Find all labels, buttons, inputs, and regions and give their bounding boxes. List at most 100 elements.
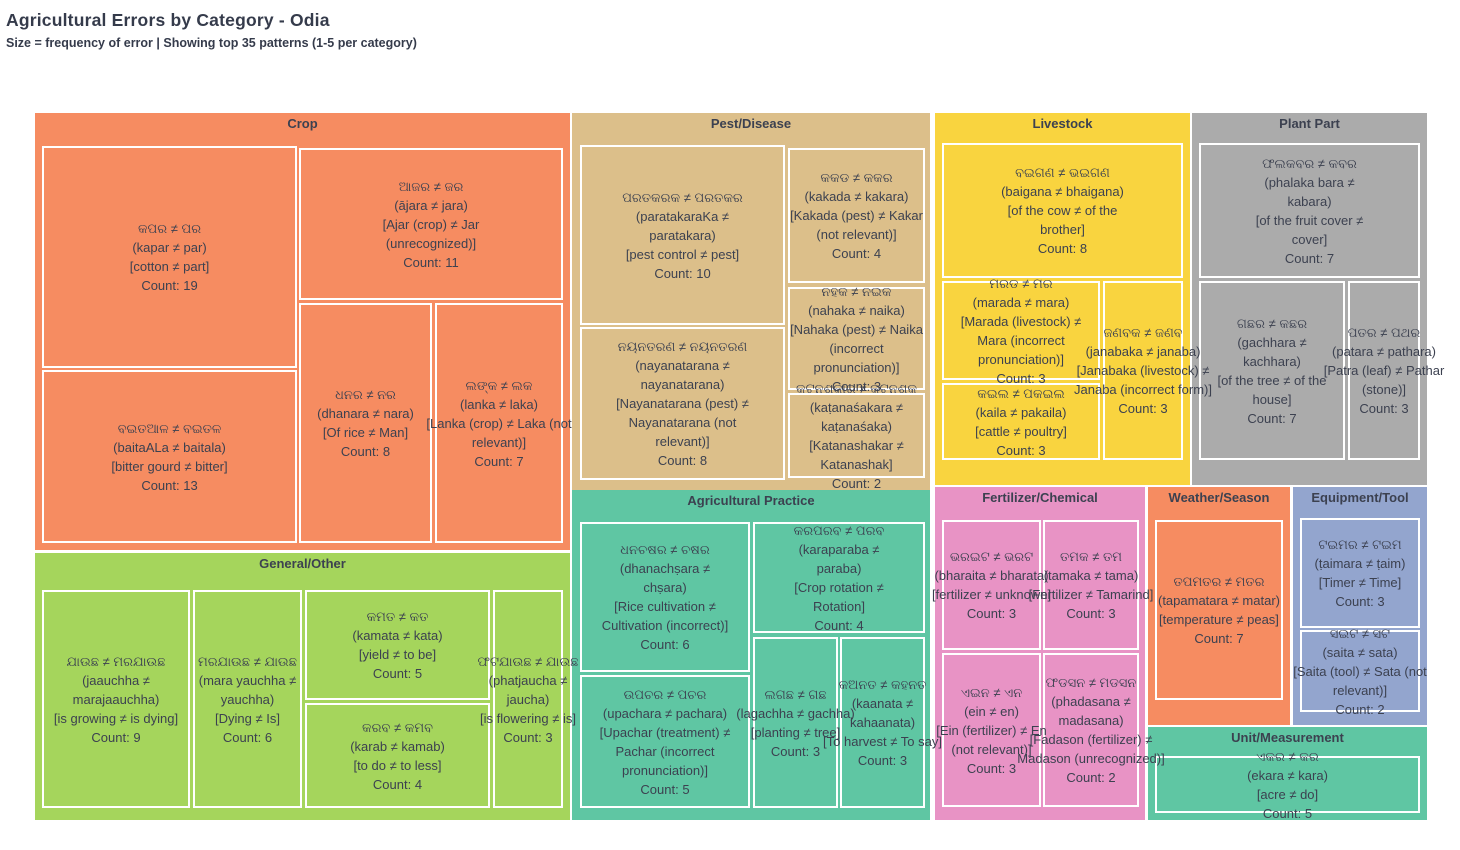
treemap-cell-fertilizer-chemical-0[interactable]: ଭରଇଟ ≠ ଭରଟ(bharaita ≠ bharata)[fertilize… <box>932 520 1051 650</box>
cell-label-line: (not relevant)] <box>951 741 1032 757</box>
cell-label: ତପମତର ≠ ମତର(tapamatara ≠ matar)[temperat… <box>1158 572 1280 648</box>
cell-label-line: cover] <box>1291 231 1328 247</box>
cell-label: ଫଡସନ ≠ ମଡସନ(phadasana ≠madasana)[Fadason… <box>1017 673 1164 787</box>
treemap-cell-pest-disease-3[interactable]: ନୟନତରଣ ≠ ନୟନତରଣ(nayanatarana ≠nayanatara… <box>580 327 785 480</box>
treemap-cell-livestock-2[interactable]: ଜଣବକ ≠ ଜଣବ(janabaka ≠ janaba)[Janabaka (… <box>1074 281 1212 460</box>
treemap-cell-unit-measurement-0[interactable]: ଏକର ≠ କର(ekara ≠ kara)[acre ≠ do]Count: … <box>1155 749 1420 821</box>
treemap-category-unit-measurement[interactable]: Unit/Measurement ଏକର ≠ କର(ekara ≠ kara)[… <box>1148 727 1427 821</box>
treemap-cell-livestock-0[interactable]: ବଇଗଣ ≠ ଭଇଗଣ(baigana ≠ bhaigana)[of the c… <box>942 143 1183 278</box>
cell-label-line: [Crop rotation ≠ <box>794 579 884 595</box>
treemap-cell-general-other-0[interactable]: ଯାଉଛ ≠ ମରଯାଉଛ(jaauchha ≠marajaauchha)[is… <box>42 590 190 808</box>
treemap-cell-fertilizer-chemical-1[interactable]: ତମକ ≠ ତମ(tamaka ≠ tama)[Fertilizer ≠ Tam… <box>1029 520 1153 650</box>
treemap-cell-agricultural-practice-4[interactable]: କଅନତ ≠ କହନତ(kaanata ≠kahaanata)[To harve… <box>823 637 942 808</box>
cell-label: ଫଟଯାଉଛ ≠ ଯାଉଛ(phatjaucha ≠jaucha)[is flo… <box>478 652 579 747</box>
category-header-weather-season[interactable]: Weather/Season <box>1168 490 1270 505</box>
cell-label-line: [Katanashakar ≠ <box>809 437 904 453</box>
cell-label-line: relevant)] <box>471 434 527 450</box>
treemap-category-general-other[interactable]: General/Other ଯାଉଛ ≠ ମରଯାଉଛ(jaauchha ≠ma… <box>35 553 578 820</box>
category-header-fertilizer-chemical[interactable]: Fertilizer/Chemical <box>982 490 1098 505</box>
treemap-category-crop[interactable]: Crop କପର ≠ ପର(kapar ≠ par)[cotton ≠ part… <box>35 113 572 550</box>
treemap-cell-pest-disease-4[interactable]: କଟନଶକାର ≠ କଟନଶକ(kaṭanaśakara ≠kaṭanaśaka… <box>788 381 925 491</box>
treemap-category-pest-disease[interactable]: Pest/Disease ପରତକରକ ≠ ପରତକର(paratakaraKa… <box>572 113 930 491</box>
treemap-cell-agricultural-practice-1[interactable]: କରପରବ ≠ ପରବ(karaparaba ≠paraba)[Crop rot… <box>753 522 925 633</box>
treemap-cell-pest-disease-2[interactable]: ନହକ ≠ ନଇକ(nahaka ≠ naika)[Nahaka (pest) … <box>788 284 925 394</box>
category-header-livestock[interactable]: Livestock <box>1032 116 1093 131</box>
category-header-pest-disease[interactable]: Pest/Disease <box>710 116 792 131</box>
treemap-cell-crop-4[interactable]: ଲଙ୍କ ≠ ଲକ(lanka ≠ laka)[Lanka (crop) ≠ L… <box>426 303 572 543</box>
treemap-cell-equipment-tool-0[interactable]: ଟଇମର ≠ ଟଇମ(ṭaimara ≠ ṭaim)[Timer ≠ Time]… <box>1300 518 1420 628</box>
cell-label-line: (karaparaba ≠ <box>798 541 880 557</box>
cell-label-line: କରପରବ ≠ ପରବ <box>793 522 885 538</box>
cell-label-line: pronunciation)] <box>813 359 900 375</box>
treemap-cell-agricultural-practice-3[interactable]: ଲଗଛ ≠ ଗଛ(lagachha ≠ gachha)[planting ≠ t… <box>736 637 855 808</box>
cell-label-line: ଟଇମର ≠ ଟଇମ <box>1318 537 1402 552</box>
treemap-cell-general-other-1[interactable]: ମରଯାଉଛ ≠ ଯାଉଛ(mara yauchha ≠yauchha)[Dyi… <box>193 590 302 808</box>
cell-label-line: Count: 3 <box>1359 401 1409 416</box>
treemap-cell-fertilizer-chemical-3[interactable]: ଫଡସନ ≠ ମଡସନ(phadasana ≠madasana)[Fadason… <box>1017 653 1165 807</box>
treemap-cell-pest-disease-0[interactable]: ପରତକରକ ≠ ପରତକର(paratakaraKa ≠paratakara)… <box>580 145 785 325</box>
cell-label-line: [Rice cultivation ≠ <box>614 599 716 614</box>
cell-label-line: Count: 13 <box>141 477 198 493</box>
treemap-cell-plant-part-2[interactable]: ପତର ≠ ପଥର(patara ≠ pathara)[Patra (leaf)… <box>1324 281 1444 460</box>
cell-label: ଯାଉଛ ≠ ମରଯାଉଛ(jaauchha ≠marajaauchha)[is… <box>54 652 178 747</box>
treemap-cell-crop-3[interactable]: ଧନର ≠ ନର(dhanara ≠ nara)[Of rice ≠ Man]C… <box>299 303 432 543</box>
treemap-cell-pest-disease-1[interactable]: କକଡ ≠ କକର(kakada ≠ kakara)[Kakada (pest)… <box>788 148 925 283</box>
cell-label-line: [Patra (leaf) ≠ Pathar <box>1323 363 1445 378</box>
cell-label-line: [acre ≠ do] <box>1256 786 1319 802</box>
treemap-category-agricultural-practice[interactable]: Agricultural Practice ଧନଚଷର ≠ ଚଷର(dhanac… <box>572 490 942 820</box>
cell-label-line: (jaauchha ≠ <box>82 672 150 688</box>
cell-label: କରବ ≠ କମବ(karab ≠ kamab)[to do ≠ to less… <box>350 718 445 794</box>
cell-label-line: ଫଟଯାଉଛ ≠ ଯାଉଛ <box>477 653 579 669</box>
cell-label-line: [Timer ≠ Time] <box>1318 575 1402 590</box>
treemap-cell-general-other-2[interactable]: କମତ ≠ କତ(kamata ≠ kata)[yield ≠ to be]Co… <box>305 590 490 700</box>
treemap-cell-livestock-3[interactable]: କଇଲ ≠ ପକଇଲ(kaila ≠ pakaila)[cattle ≠ pou… <box>942 383 1100 460</box>
category-header-unit-measurement[interactable]: Unit/Measurement <box>1231 730 1344 745</box>
cell-label-line: [fertilizer ≠ unknown] <box>931 587 1052 602</box>
treemap-cell-fertilizer-chemical-2[interactable]: ଏଇନ ≠ ଏନ(ein ≠ en)[Ein (fertilizer) ≠ En… <box>936 653 1047 807</box>
treemap-category-plant-part[interactable]: Plant Part ଫଲକବର ≠ କବର(phalaka bara ≠kab… <box>1192 113 1444 485</box>
category-header-agricultural-practice[interactable]: Agricultural Practice <box>687 493 815 508</box>
cell-label-line: relevant)] <box>1332 682 1388 698</box>
treemap-cell-equipment-tool-1[interactable]: ସଇଟ ≠ ସଟ(saita ≠ sata)[Saita (tool) ≠ Sa… <box>1293 626 1427 717</box>
category-header-equipment-tool[interactable]: Equipment/Tool <box>1311 490 1409 505</box>
cell-label-line: ତମକ ≠ ତମ <box>1060 549 1122 564</box>
cell-label-line: [Nahaka (pest) ≠ Naika <box>790 321 923 337</box>
cell-label-line: (patara ≠ pathara) <box>1332 344 1436 359</box>
treemap-cell-weather-season-0[interactable]: ତପମତର ≠ ମତର(tapamatara ≠ matar)[temperat… <box>1155 520 1283 700</box>
treemap-cell-crop-0[interactable]: କପର ≠ ପର(kapar ≠ par)[cotton ≠ part]Coun… <box>42 146 297 368</box>
cell-label-line: କରବ ≠ କମବ <box>362 719 433 735</box>
treemap-cell-plant-part-1[interactable]: ଗଛର ≠ କଛର(gachhara ≠kachhara)[of the tre… <box>1199 281 1345 460</box>
treemap-category-equipment-tool[interactable]: Equipment/Tool ଟଇମର ≠ ଟଇମ(ṭaimara ≠ ṭaim… <box>1293 487 1427 725</box>
treemap-cell-agricultural-practice-0[interactable]: ଧନଚଷର ≠ ଚଷର(dhanachṣara ≠chṣara)[Rice cu… <box>580 522 750 672</box>
cell-label-line: ବଇଗଣ ≠ ଭଇଗଣ <box>1015 165 1110 180</box>
cell-label-line: kahaanata) <box>849 715 916 730</box>
category-header-crop[interactable]: Crop <box>287 116 318 131</box>
cell-label-line: (tamaka ≠ tama) <box>1043 568 1139 583</box>
cell-label-line: Count: 9 <box>91 729 141 745</box>
treemap-cell-general-other-3[interactable]: କରବ ≠ କମବ(karab ≠ kamab)[to do ≠ to less… <box>305 703 490 808</box>
cell-label-line: (dhanachṣara ≠ <box>619 561 711 576</box>
treemap-category-weather-season[interactable]: Weather/Season ତପମତର ≠ ମତର(tapamatara ≠ … <box>1148 487 1290 725</box>
chart-title: Agricultural Errors by Category - Odia <box>6 10 330 30</box>
category-header-plant-part[interactable]: Plant Part <box>1279 116 1340 131</box>
treemap-cell-plant-part-0[interactable]: ଫଲକବର ≠ କବର(phalaka bara ≠kabara)[of the… <box>1199 143 1420 278</box>
cell-label-line: (nayanatarana ≠ <box>635 358 730 373</box>
treemap-cell-livestock-1[interactable]: ମରଡ ≠ ମର(marada ≠ mara)[Marada (livestoc… <box>942 276 1100 386</box>
cell-label: ନହକ ≠ ନଇକ(nahaka ≠ naika)[Nahaka (pest) … <box>790 282 923 396</box>
cell-label-line: କଟନଶକାର ≠ କଟନଶକ <box>796 380 917 396</box>
cell-label-line: Count: 3 <box>1118 401 1168 416</box>
treemap-category-livestock[interactable]: Livestock ବଇଗଣ ≠ ଭଇଗଣ(baigana ≠ bhaigana… <box>935 113 1212 485</box>
cell-label-line: jaucha) <box>506 691 550 707</box>
category-header-general-other[interactable]: General/Other <box>259 556 346 571</box>
treemap-cell-crop-1[interactable]: ଆଜର ≠ ଜର(ājara ≠ jara)[Ajar (crop) ≠ Jar… <box>299 148 563 300</box>
cell-label-line: [pest control ≠ pest] <box>625 246 740 262</box>
treemap-cell-general-other-4[interactable]: ଫଟଯାଉଛ ≠ ଯାଉଛ(phatjaucha ≠jaucha)[is flo… <box>478 590 578 808</box>
cell-label-line: [planting ≠ tree] <box>750 724 841 740</box>
treemap-cell-crop-2[interactable]: ବଇତଆଳ ≠ ବଇତଳ(baitaALa ≠ baitala)[bitter … <box>42 370 297 543</box>
treemap-category-fertilizer-chemical[interactable]: Fertilizer/Chemical ଭରଇଟ ≠ ଭରଟ(bharaita … <box>932 487 1165 820</box>
cell-label-line: [bitter gourd ≠ bitter] <box>111 458 228 474</box>
treemap-cell-agricultural-practice-2[interactable]: ଉପଚର ≠ ପଚର(upachara ≠ pachara)[Upachar (… <box>580 675 750 808</box>
cell-label-line: (kaanata ≠ <box>851 696 914 711</box>
cell-label-line: (phalaka bara ≠ <box>1264 174 1355 190</box>
cell-label-line: (paratakaraKa ≠ <box>635 208 730 224</box>
